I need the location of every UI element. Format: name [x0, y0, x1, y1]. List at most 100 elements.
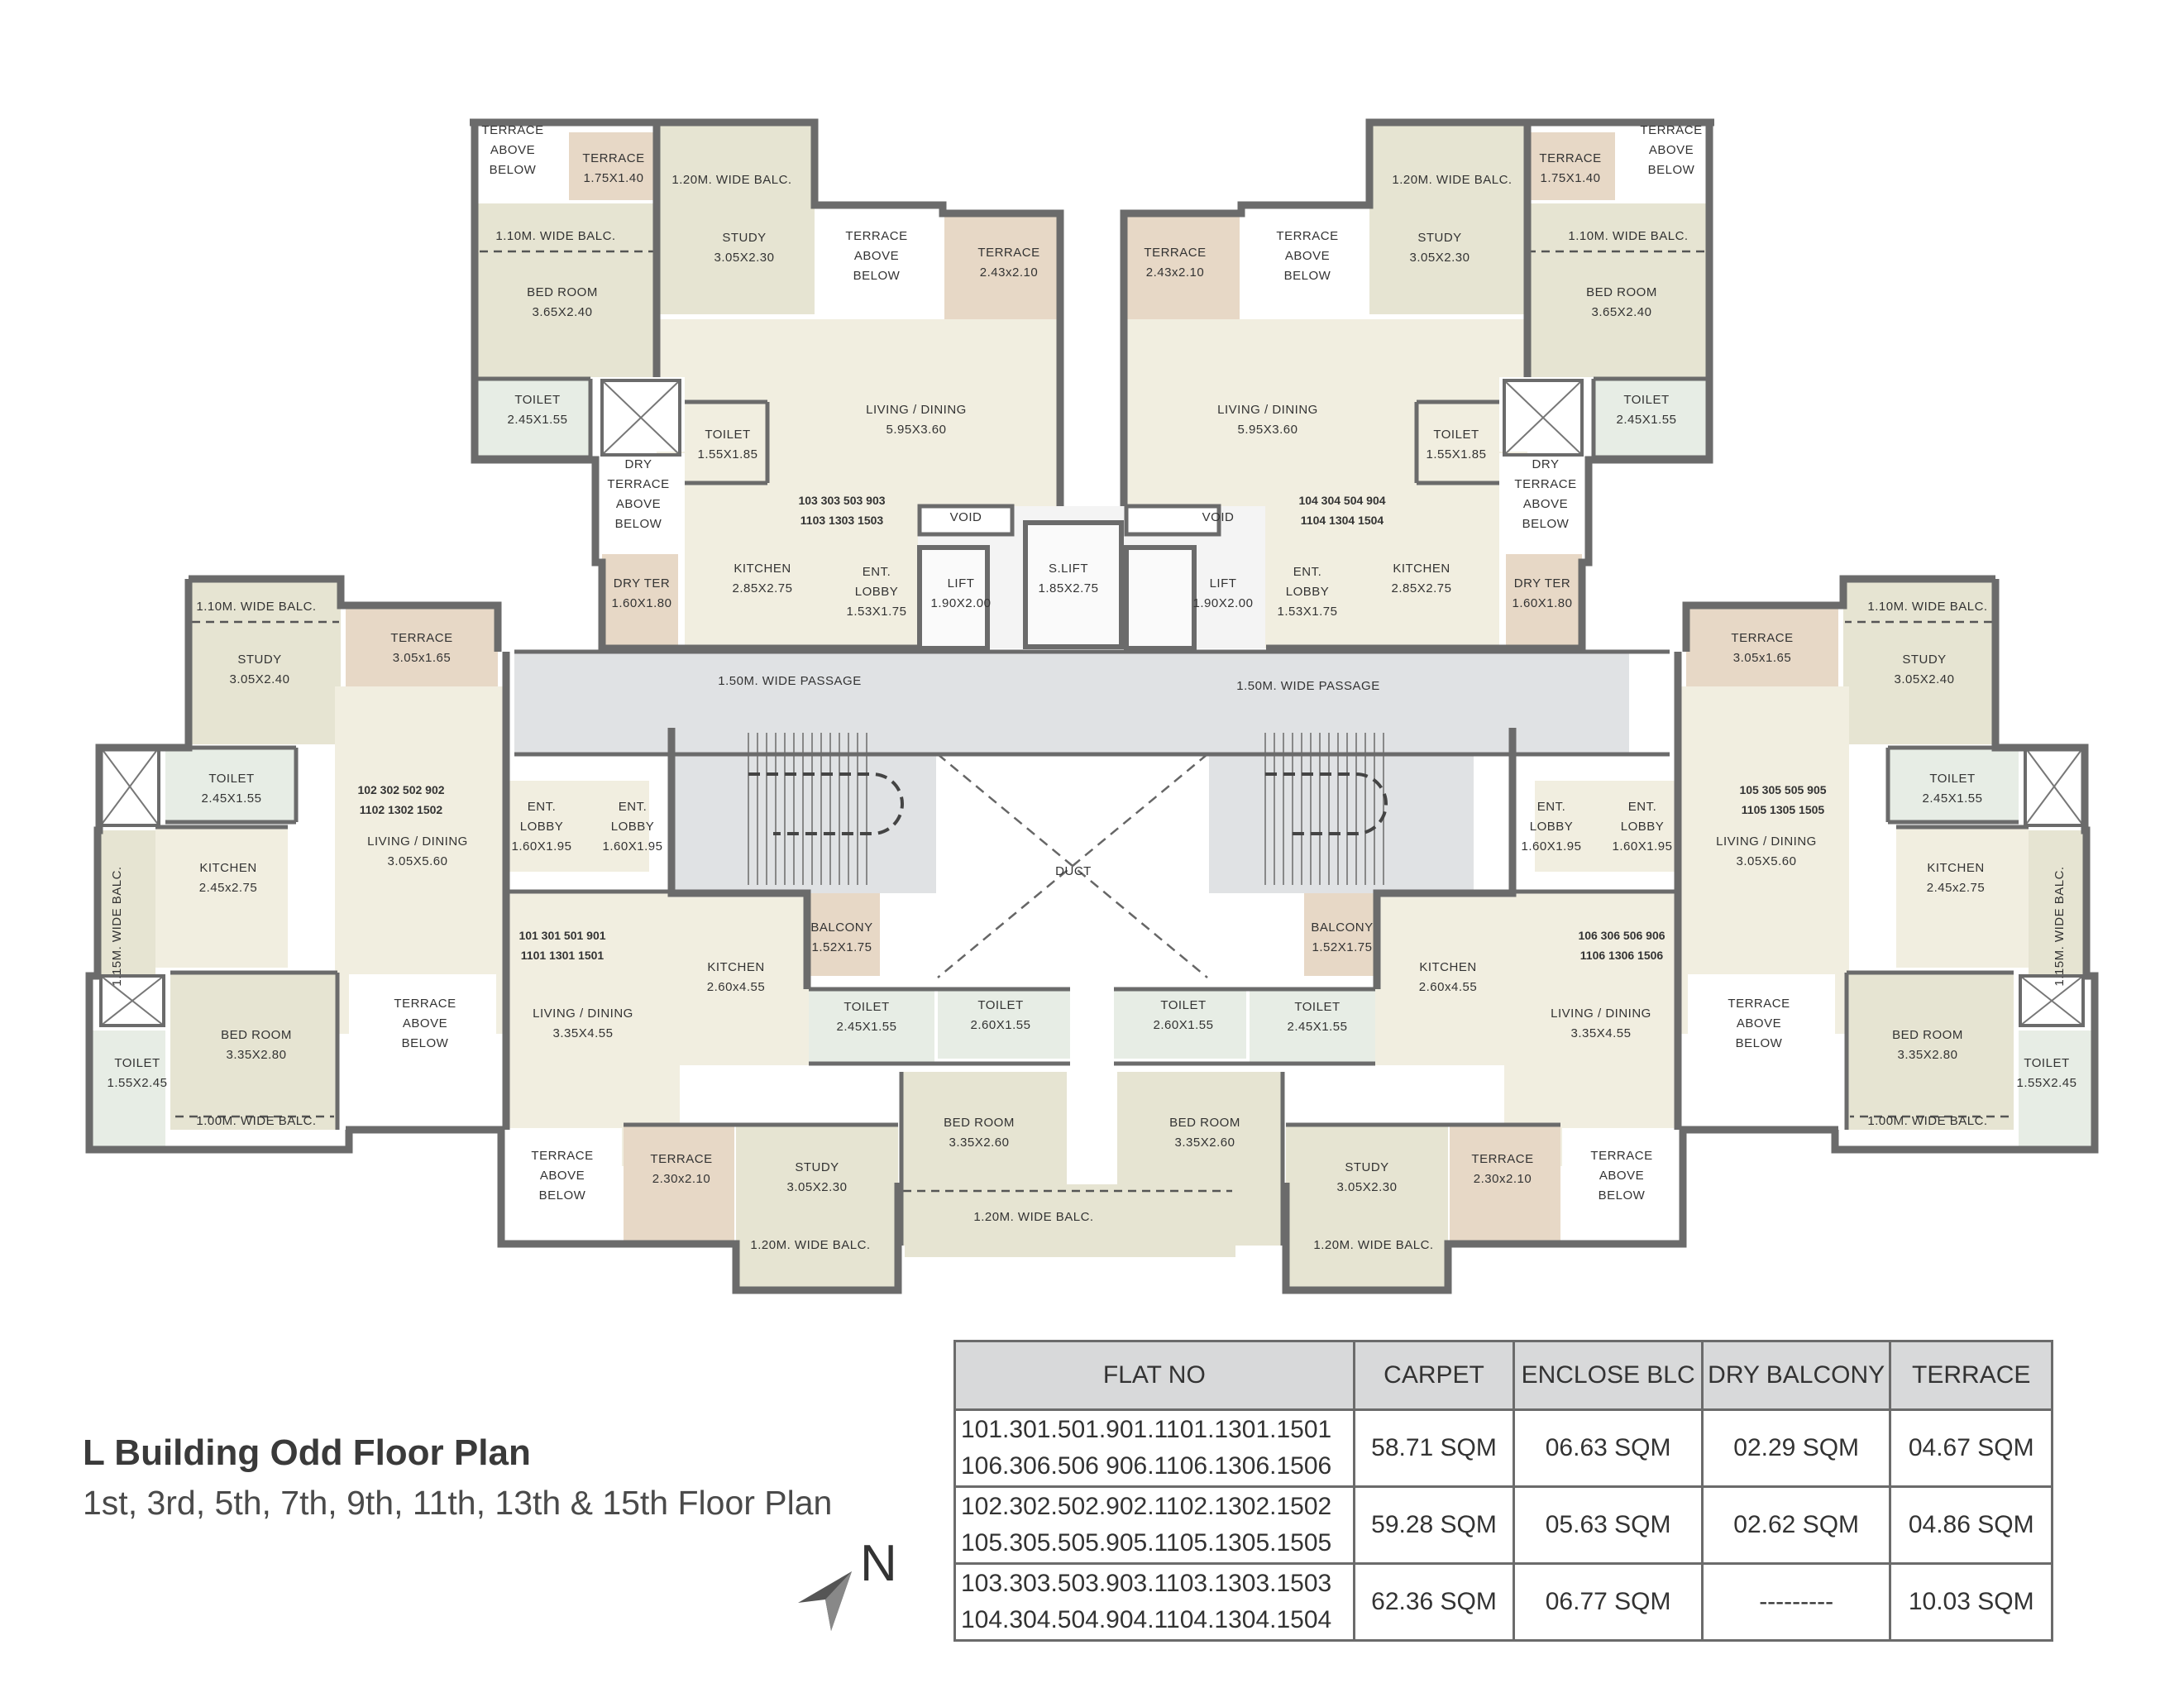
- room-fill: [1615, 122, 1714, 202]
- room-label-line: BELOW: [402, 1036, 449, 1050]
- room-label-line: 105 305 505 905: [1739, 783, 1826, 796]
- room-label-line: 101 301 501 901: [519, 929, 605, 942]
- room-label-line: LIFT: [1210, 576, 1237, 591]
- room-label-line: 1.60X1.80: [612, 596, 672, 610]
- room-label-line: LIVING / DINING: [1551, 1007, 1651, 1021]
- lift-shaft: [1023, 520, 1124, 649]
- room-label-line: TERRACE: [1728, 997, 1790, 1011]
- room-label-line: BELOW: [1736, 1036, 1783, 1050]
- shaft: [2019, 974, 2085, 1027]
- room-fill: [349, 974, 496, 1083]
- shaft-cross: [100, 747, 160, 826]
- room-label-line: 2.30x2.10: [1474, 1172, 1532, 1186]
- room-label-line: 2.60X1.55: [971, 1018, 1031, 1032]
- dry-balcony-cell: ---------: [1700, 1562, 1892, 1642]
- room-fill: [470, 122, 569, 202]
- room-label-line: 1.10M. WIDE BALC.: [196, 600, 316, 614]
- room-fill: [671, 892, 810, 1065]
- room-label-line: 1.60X1.95: [1613, 839, 1673, 854]
- room-label-line: STUDY: [1417, 231, 1461, 245]
- room-label-balc115-l: 1.15M. WIDE BALC.: [110, 866, 124, 986]
- room-label-line: ABOVE: [1737, 1016, 1781, 1030]
- room-label-line: BED ROOM: [1586, 285, 1657, 299]
- room-fill: [475, 379, 590, 457]
- lift-shaft: [1124, 545, 1197, 651]
- north-label: N: [860, 1535, 897, 1592]
- room-label-line: BELOW: [853, 269, 901, 283]
- room-label-line: 1.60X1.95: [512, 839, 572, 854]
- room-fill: [595, 453, 685, 543]
- room-label-line: TERRACE: [1276, 229, 1338, 243]
- room-label-line: VOID: [950, 510, 982, 524]
- room-label-balc110-l: 1.10M. WIDE BALC.: [495, 229, 615, 243]
- shaft: [99, 974, 165, 1027]
- room-label-line: 2.85X2.75: [1392, 581, 1452, 595]
- room-fill: [346, 605, 498, 686]
- room-label-line: 2.45X1.55: [837, 1020, 897, 1034]
- room-label-line: DRY TER: [614, 576, 671, 591]
- wall: [470, 118, 1064, 319]
- dry-balcony-cell: 02.29 SQM: [1700, 1408, 1892, 1488]
- wall: [1266, 122, 1713, 653]
- room-fill: [1594, 379, 1709, 457]
- terrace-cell: 04.67 SQM: [1889, 1408, 2053, 1488]
- room-fill: [1527, 132, 1615, 200]
- room-label-line: LOBBY: [1621, 820, 1665, 834]
- room-label-line: 1.85X2.75: [1039, 581, 1099, 595]
- room-label-line: STUDY: [795, 1160, 839, 1174]
- room-label-line: TOILET: [1433, 428, 1479, 442]
- room-label-line: LOBBY: [1530, 820, 1574, 834]
- room-label-line: 3.65X2.40: [1592, 305, 1652, 319]
- wall: [1120, 118, 1714, 319]
- room-label-line: 104 304 504 904: [1298, 494, 1385, 507]
- room-fill: [98, 830, 155, 976]
- room-label-line: TERRACE: [1640, 123, 1702, 137]
- carpet-cell: 59.28 SQM: [1352, 1485, 1516, 1565]
- room-label-line: TERRACE: [845, 229, 907, 243]
- room-label-line: 1.50M. WIDE PASSAGE: [1236, 679, 1379, 693]
- room-label-line: 3.35X2.80: [227, 1048, 287, 1062]
- room-fill: [475, 203, 657, 377]
- room-label-line: KITCHEN: [1419, 960, 1476, 974]
- room-label-line: 1.75X1.40: [1541, 171, 1601, 185]
- room-label-line: 1.00M. WIDE BALC.: [196, 1114, 316, 1128]
- room-fill: [1896, 827, 2029, 968]
- room-label-tabw-r: TERRACE ABOVE BELOW: [1728, 997, 1790, 1050]
- room-label-line: 1101 1301 1501: [521, 949, 605, 962]
- room-label-line: LOBBY: [611, 820, 655, 834]
- room-label-line: 1.60X1.95: [1522, 839, 1582, 854]
- room-fill: [938, 987, 1070, 1059]
- room-label-line: 1.20M. WIDE BALC.: [671, 173, 791, 187]
- room-label-line: LOBBY: [520, 820, 564, 834]
- room-label-line: TOILET: [1294, 1000, 1340, 1014]
- room-fill: [659, 122, 815, 198]
- terrace-cell: 10.03 SQM: [1889, 1562, 2053, 1642]
- room-label-line: 1.20M. WIDE BALC.: [750, 1238, 870, 1252]
- room-label-line: 3.35X4.55: [553, 1026, 614, 1040]
- north-arrow-icon: [798, 1571, 852, 1631]
- room-label-line: BELOW: [539, 1188, 586, 1203]
- room-label-line: BALCONY: [1311, 921, 1373, 935]
- room-label-line: KITCHEN: [707, 960, 764, 974]
- room-label-pass-r: 1.50M. WIDE PASSAGE: [1236, 679, 1379, 693]
- room-label-line: 2.85X2.75: [733, 581, 793, 595]
- room-fill: [155, 827, 288, 968]
- room-label-pass-l: 1.50M. WIDE PASSAGE: [718, 674, 861, 688]
- shaft-cross: [2019, 975, 2084, 1026]
